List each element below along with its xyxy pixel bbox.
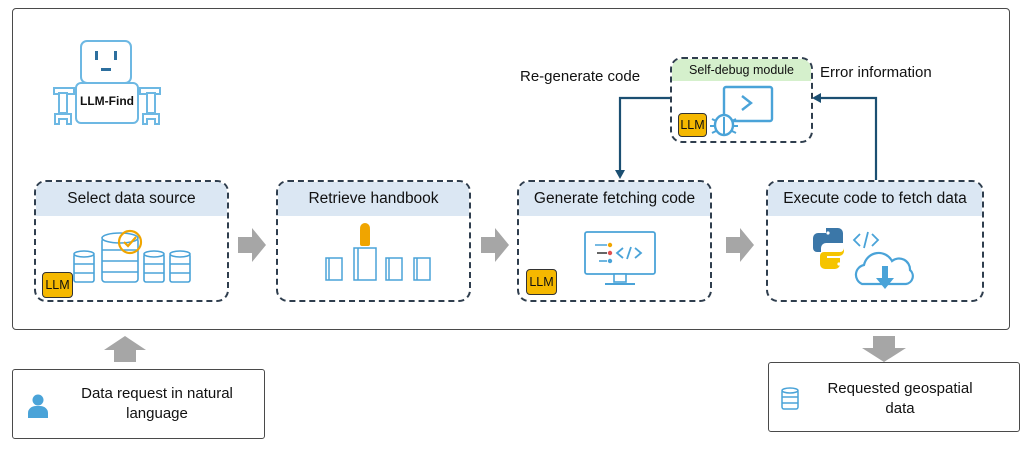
output-data-text: Requested geospatial data [827, 380, 973, 417]
step-generate-fetching-code: Generate fetching code LLM [517, 180, 712, 302]
llm-badge: LLM [678, 113, 707, 137]
database-icon [73, 229, 191, 283]
input-request-text: Data request in natural language [81, 385, 233, 422]
step-retrieve-handbook: Retrieve handbook [276, 180, 471, 302]
handbook-icon [325, 223, 431, 281]
step-title: Generate fetching code [519, 182, 710, 216]
agent-name: LLM-Find [80, 94, 134, 108]
error-information-label: Error information [820, 64, 932, 81]
llm-badge: LLM [42, 272, 73, 298]
arrow-right-icon [726, 228, 754, 262]
code-monitor-icon [584, 231, 656, 285]
bug-terminal-icon [710, 85, 774, 137]
arrow-down-icon [862, 336, 906, 362]
arrow-right-icon [481, 228, 509, 262]
step-select-data-source: Select data source LLM [34, 180, 229, 302]
step-title: Execute code to fetch data [768, 182, 982, 216]
robot-icon [53, 40, 161, 125]
debug-loop-arrows [615, 93, 878, 180]
output-data-box: Requested geospatial data [768, 362, 1020, 432]
arrow-right-icon [238, 228, 266, 262]
self-debug-module: Self-debug module LLM [670, 57, 813, 143]
arrow-up-icon [104, 336, 146, 362]
step-title: Retrieve handbook [278, 182, 469, 216]
llm-badge: LLM [526, 269, 557, 295]
python-cloud-download-icon [813, 228, 914, 289]
step-title: Select data source [36, 182, 227, 216]
database-icon [781, 387, 799, 410]
step-execute-code: Execute code to fetch data [766, 180, 984, 302]
input-request-box: Data request in natural language [12, 369, 265, 439]
user-icon [28, 394, 48, 418]
regenerate-code-label: Re-generate code [520, 68, 641, 85]
self-debug-title: Self-debug module [672, 59, 811, 81]
